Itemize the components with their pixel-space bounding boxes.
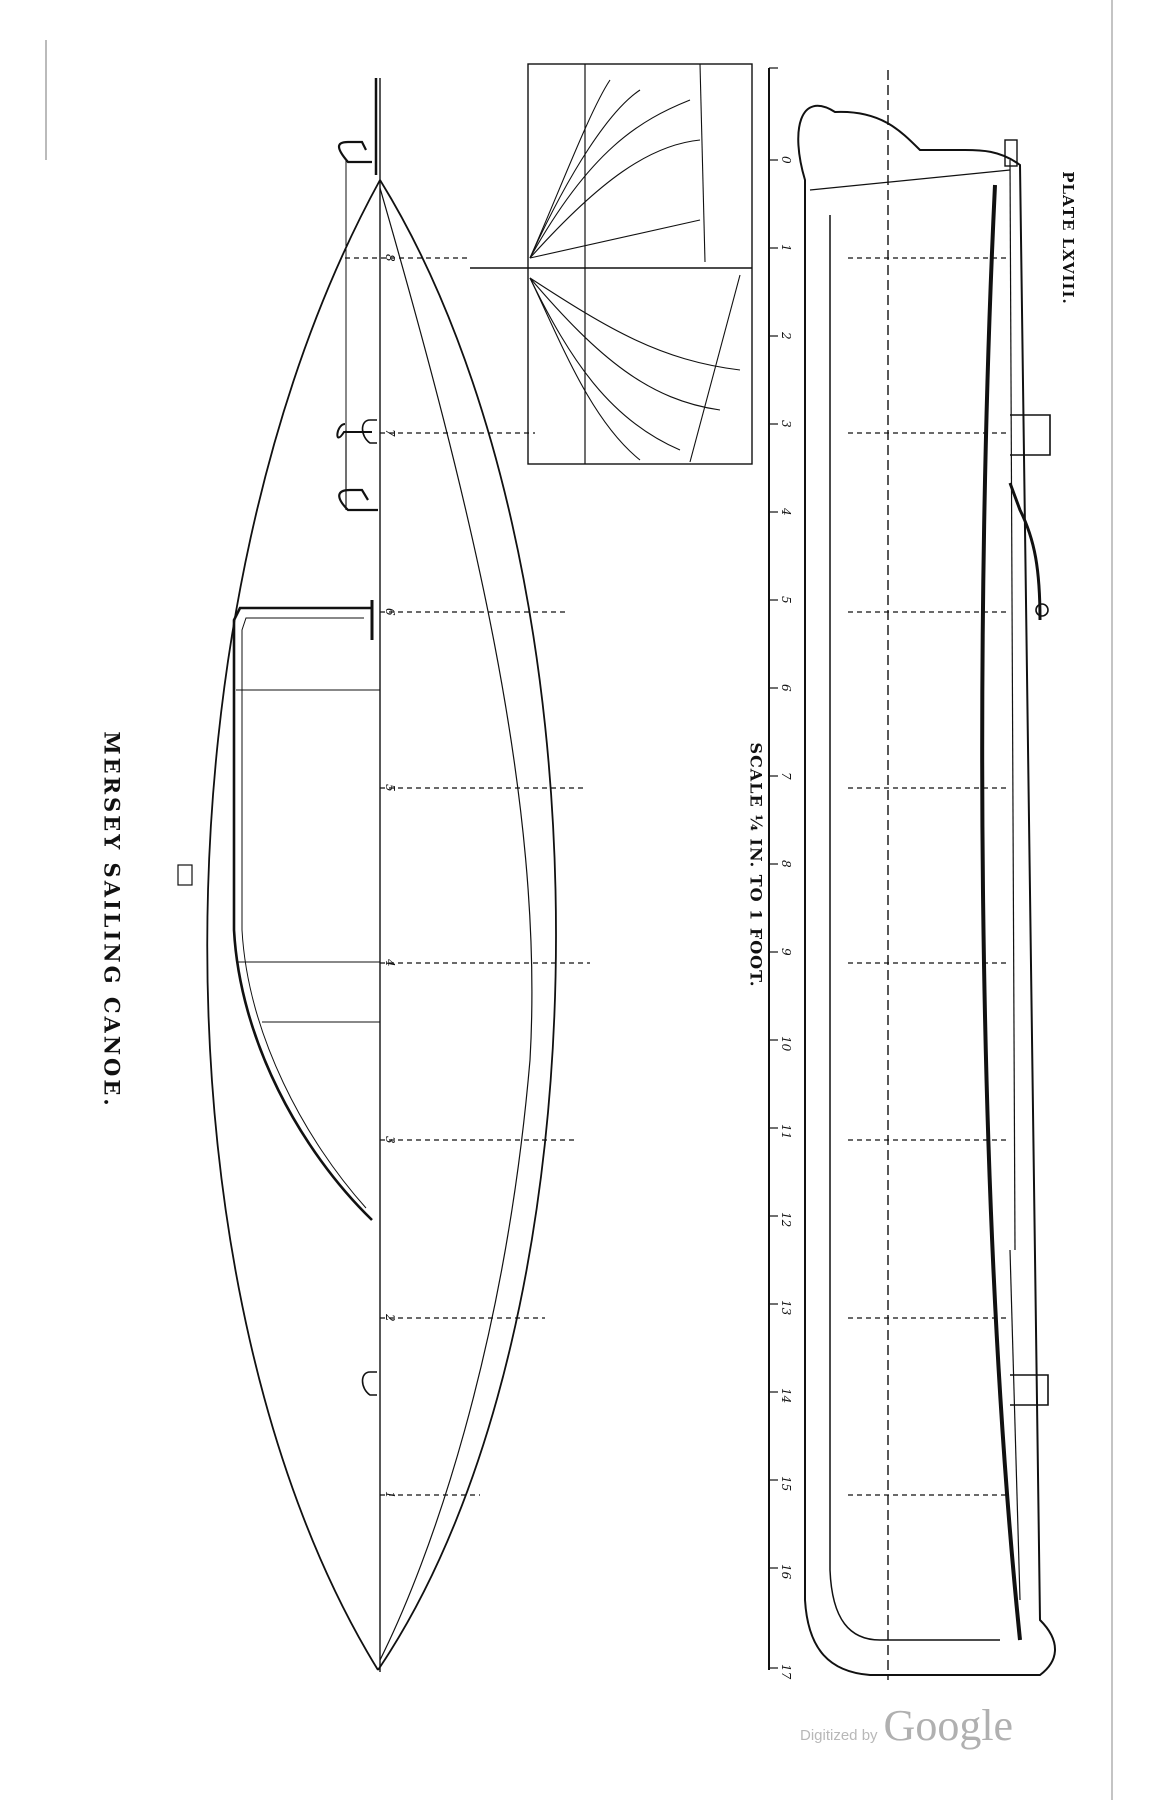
- station-label-1: 1: [383, 1491, 397, 1499]
- scale-tick-8: 8: [779, 860, 793, 868]
- scale-tick-15: 15: [779, 1476, 793, 1491]
- bow-fitting: [337, 140, 372, 164]
- scale-bar: [768, 67, 778, 1670]
- sheer-profile: [797, 70, 1056, 1680]
- scale-tick-0: 0: [779, 156, 793, 164]
- scale-tick-labels: 0 1 2 3 4 5 6 7 8 9 10 11 12 13 14 15 16…: [779, 156, 793, 1680]
- cockpit-coaming: [232, 606, 373, 1221]
- station-lines-profile: [848, 257, 1010, 1496]
- station-label-7: 7: [383, 429, 397, 437]
- deck-plan: [177, 78, 590, 1672]
- sheer-line: [379, 187, 533, 1661]
- scale-note: SCALE ¼ IN. TO 1 FOOT.: [746, 742, 766, 988]
- station-label-8: 8: [383, 254, 397, 262]
- station-label-3: 3: [383, 1136, 397, 1144]
- station-labels: 8 7 6 5 4 3 2 1: [383, 254, 397, 1499]
- station-label-4: 4: [383, 958, 397, 967]
- scale-tick-6: 6: [779, 684, 793, 692]
- watermark-prefix: Digitized by: [800, 1727, 878, 1744]
- scale-tick-13: 13: [779, 1300, 793, 1316]
- keel: [980, 184, 1022, 1641]
- scale-tick-9: 9: [779, 948, 793, 956]
- scale-tick-2: 2: [779, 331, 793, 340]
- drawing-title: MERSEY SAILING CANOE.: [99, 731, 125, 1109]
- google-watermark: Digitized by Google: [800, 1700, 1013, 1751]
- scale-tick-14: 14: [779, 1388, 793, 1403]
- scale-tick-17: 17: [779, 1664, 793, 1680]
- scale-tick-16: 16: [779, 1564, 793, 1580]
- body-plan: [470, 63, 753, 465]
- scale-tick-7: 7: [779, 772, 793, 780]
- scale-tick-10: 10: [779, 1036, 793, 1052]
- scale-tick-12: 12: [779, 1212, 793, 1227]
- station-lines-deck: [345, 257, 590, 1496]
- scale-tick-3: 3: [779, 420, 793, 428]
- scale-tick-11: 11: [779, 1124, 793, 1139]
- scale-tick-5: 5: [779, 596, 793, 604]
- station-label-2: 2: [383, 1313, 397, 1322]
- station-label-6: 6: [383, 608, 397, 616]
- scale-tick-1: 1: [779, 244, 793, 252]
- hull-outline: [797, 104, 1056, 1676]
- station-label-5: 5: [383, 784, 397, 792]
- deck-outline-left: [206, 179, 381, 1671]
- mast-step: [338, 488, 378, 512]
- google-logo: Google: [883, 1701, 1014, 1750]
- deck-outline-right: [377, 179, 557, 1671]
- plate-number: PLATE LXVIII.: [1059, 171, 1077, 305]
- scale-tick-4: 4: [779, 507, 793, 516]
